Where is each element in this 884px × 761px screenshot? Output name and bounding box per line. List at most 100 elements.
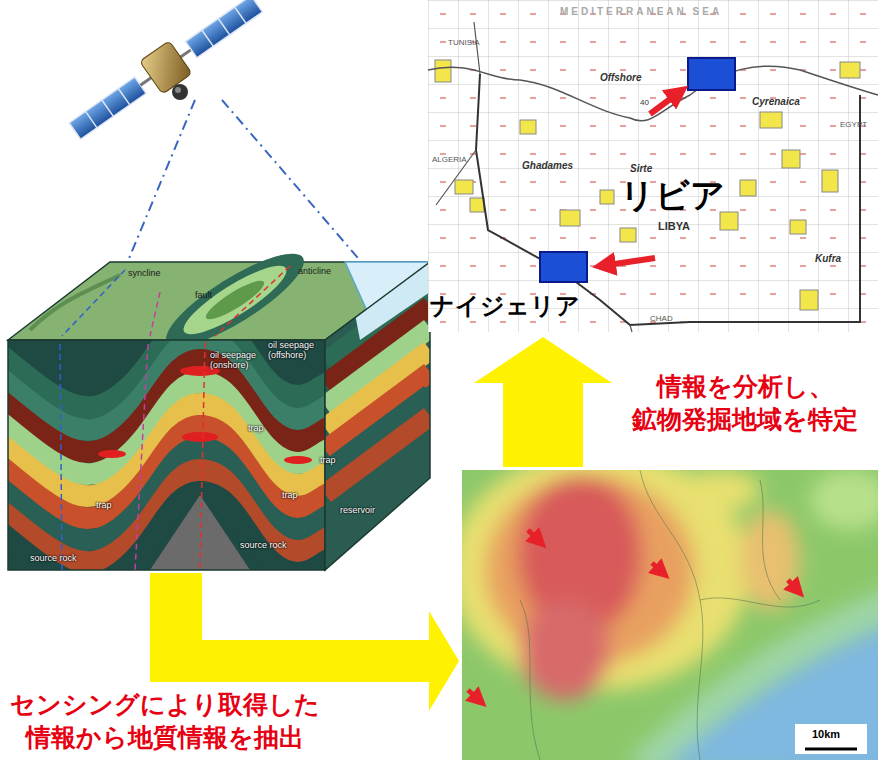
satellite-part-part xyxy=(185,0,262,58)
geology-illustration-part xyxy=(60,270,125,570)
fault-label: fault xyxy=(195,290,212,300)
libya-map-part-part xyxy=(790,220,806,234)
geology-illustration-part-part xyxy=(98,450,126,458)
geology-illustration-part-part xyxy=(325,262,430,570)
relief-map-part-part xyxy=(520,470,820,760)
geology-illustration-part-part xyxy=(182,432,218,442)
step-caption: センシングにより取得した 情報から地質情報を抽出 xyxy=(0,688,330,753)
source-rock-label: source rock xyxy=(30,553,77,563)
trap-label: trap xyxy=(96,500,112,510)
relief-map-part-part-part xyxy=(640,470,703,760)
libya-map-part-part xyxy=(840,62,860,78)
flow-arrow xyxy=(474,337,612,467)
basin-name: Kufra xyxy=(815,253,841,265)
geology-illustration-part xyxy=(135,292,160,570)
trap-label: trap xyxy=(248,423,264,433)
fold-axis-label: syncline xyxy=(128,268,161,278)
libya-map-part xyxy=(428,0,878,332)
relief-map-part-part xyxy=(462,470,878,760)
basin-name: Offshore xyxy=(600,72,642,84)
satellite-part xyxy=(175,87,181,93)
libya-map-part xyxy=(601,258,655,266)
libya-map-part xyxy=(428,66,878,121)
geology-illustration-part xyxy=(8,340,325,570)
country-label: ナイジェリア xyxy=(430,292,580,320)
libya-map-part-part xyxy=(740,180,756,196)
relief-map-part-part xyxy=(788,580,799,592)
geology-illustration-part-part xyxy=(325,416,430,494)
country-name: ALGERIA xyxy=(432,155,467,164)
libya-map-part-part xyxy=(720,212,738,230)
libya-map-part xyxy=(428,0,878,332)
sensing-line-part xyxy=(222,100,370,272)
country-name: LIBYA xyxy=(658,220,690,233)
country-name: TUNISIA xyxy=(448,38,480,47)
relief-map-part-part-part xyxy=(680,470,760,510)
geology-illustration-part-part xyxy=(176,255,294,344)
geology-illustration-part xyxy=(325,262,430,570)
sensing-line xyxy=(125,100,370,272)
relief-map-part-part xyxy=(528,530,541,543)
satellite-part-part xyxy=(86,88,130,127)
libya-map-part xyxy=(540,252,587,282)
geology-illustration-part-part xyxy=(8,492,325,570)
libya-map-part xyxy=(476,74,860,325)
geology-illustration-part xyxy=(8,340,325,570)
libya-map-part-part xyxy=(435,60,451,82)
source-rock-label: source rock xyxy=(240,540,287,550)
trap-label: trap xyxy=(282,490,298,500)
satellite-part-part xyxy=(69,77,146,139)
geology-illustration xyxy=(0,239,430,584)
libya-map-part-part xyxy=(620,228,636,242)
country-name: EGYPT xyxy=(840,120,867,129)
reservoir-label: reservoir xyxy=(340,505,375,515)
libya-map-part-part xyxy=(455,180,473,194)
libya-map-part-part xyxy=(470,198,484,212)
exploration-map: MEDITERRANEAN SEA TUNISIA Offshore 40 Cyrena… xyxy=(428,0,878,332)
trap-label: trap xyxy=(320,455,336,465)
basin-name: Cyrenaica xyxy=(752,96,800,108)
libya-map-part-part xyxy=(822,170,838,192)
seepage-label: oil seepage (onshore) xyxy=(210,350,266,371)
libya-map-part xyxy=(436,22,632,332)
relief-map-part-part-part xyxy=(520,600,540,760)
step-caption: 情報を分析し、 鉱物発掘地域を特定 xyxy=(612,370,878,435)
libya-map-part-part xyxy=(760,112,782,128)
scale-label: 10km xyxy=(812,728,840,741)
relief-map-part xyxy=(468,530,799,702)
libya-map xyxy=(428,0,878,332)
fold-axis-label: anticline xyxy=(298,266,331,276)
relief-map-part xyxy=(805,748,857,751)
relief-map: 10km xyxy=(462,470,878,760)
libya-map-part-part xyxy=(520,120,536,134)
libya-map-part xyxy=(435,60,860,310)
satellite-part-part xyxy=(202,7,246,46)
basin-name: Ghadames xyxy=(522,160,573,172)
sea-name: MEDITERRANEAN SEA xyxy=(560,6,722,18)
basin-name: Sirte xyxy=(630,163,652,175)
libya-map-part-part xyxy=(560,210,580,226)
geology-illustration-part xyxy=(200,266,290,570)
relief-map-part-part-part xyxy=(700,598,820,607)
relief-map-part-part-part xyxy=(760,480,780,600)
libya-map-part xyxy=(650,91,681,114)
geology-illustration-part-part xyxy=(284,456,312,464)
sensing-line-part xyxy=(125,100,195,268)
country-name: CHAD xyxy=(650,314,673,323)
relief-map-part-part-part xyxy=(810,470,878,530)
geology-illustration-part-part xyxy=(150,495,250,570)
libya-map-part-part xyxy=(800,290,818,310)
geology-block: syncline fault anticline oil seepage (onsho… xyxy=(8,262,430,570)
geology-illustration-part-part xyxy=(345,262,430,340)
satellite-part xyxy=(63,0,268,147)
relief-map xyxy=(450,450,884,761)
relief-map-part-part-part xyxy=(740,510,800,610)
relief-map-part xyxy=(462,470,878,760)
block-number: 40 xyxy=(640,98,649,107)
relief-map-part-part-part xyxy=(520,600,610,700)
relief-map-part xyxy=(795,724,867,754)
relief-map-part-part xyxy=(468,690,481,702)
libya-map-part-part xyxy=(782,150,800,168)
seepage-label: oil seepage (offshore) xyxy=(268,340,328,361)
geology-illustration-part xyxy=(325,262,430,570)
